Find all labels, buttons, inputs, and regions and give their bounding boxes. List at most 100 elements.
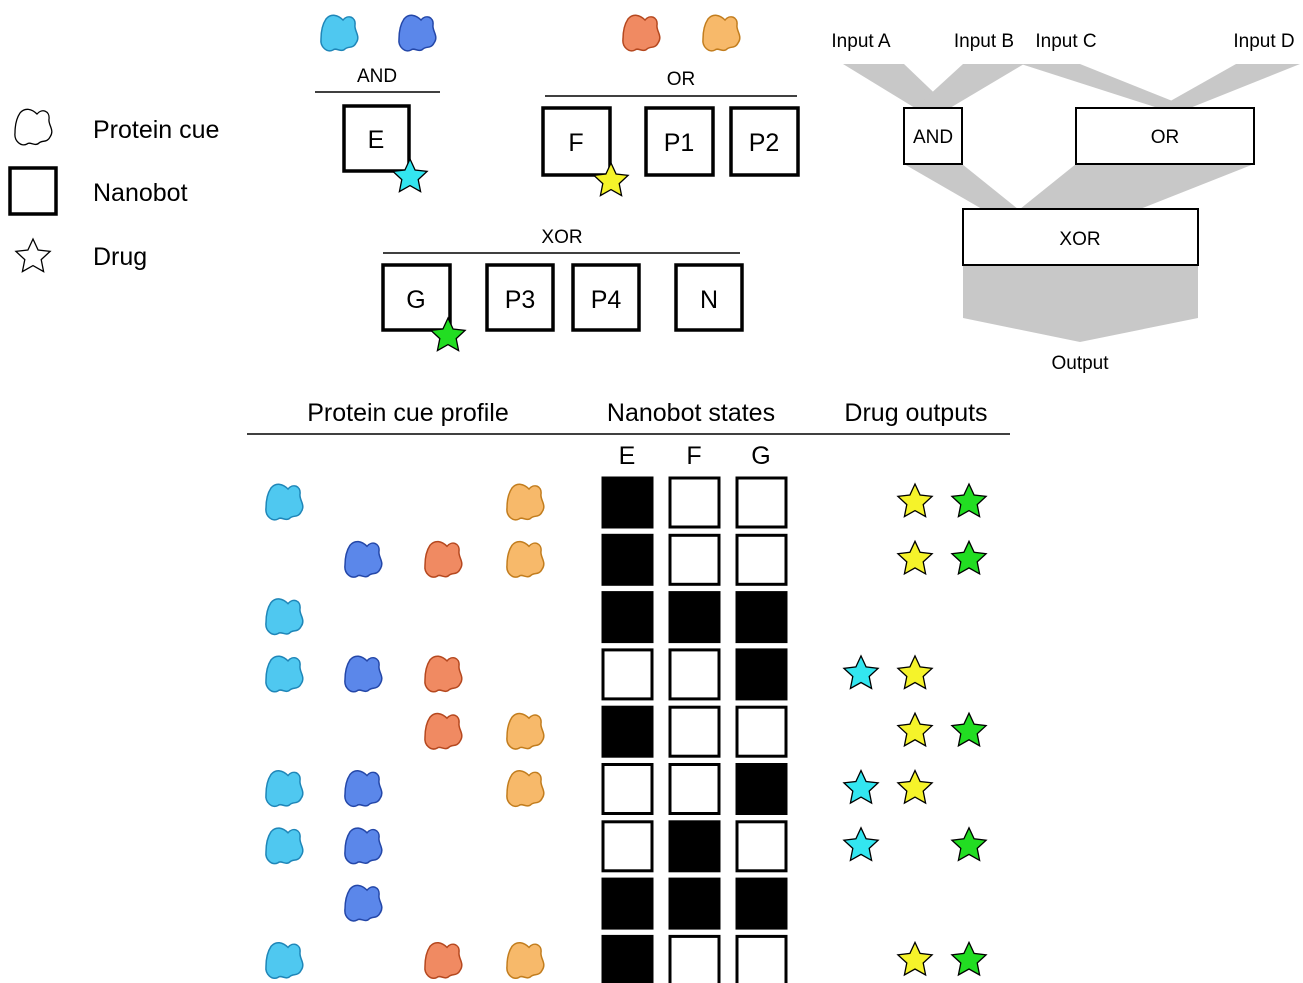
table-row — [265, 648, 933, 701]
nanobot-g-label: G — [406, 286, 425, 314]
drug-cyan-star — [843, 769, 879, 804]
cue-d-icon — [506, 712, 545, 750]
table-row — [424, 705, 987, 758]
drug-green-star — [951, 827, 987, 862]
cue-c-icon — [424, 941, 463, 979]
nanobot-p2-label: P2 — [749, 129, 780, 157]
table-row — [265, 934, 987, 983]
col-e-label: E — [619, 442, 636, 470]
legend: Protein cue Nanobot Drug — [8, 108, 219, 273]
cue-b-icon — [344, 770, 383, 808]
state-f — [668, 877, 721, 930]
table-row — [265, 763, 933, 815]
protein-cue-icon — [14, 108, 53, 146]
logic-circuit: AND OR XOR Input A Input B Input C Input… — [831, 31, 1300, 374]
cue-d-icon — [506, 540, 545, 578]
input-c-label: Input C — [1035, 31, 1096, 52]
table-row — [344, 877, 788, 930]
cue-a-icon — [265, 770, 304, 808]
cue-a-icon — [265, 655, 304, 693]
nanobot-f-label: F — [568, 129, 583, 157]
state-e — [601, 763, 654, 815]
state-e — [601, 648, 654, 701]
truth-table: Protein cue profile Nanobot states Drug … — [247, 399, 1010, 983]
drug-green-star — [951, 712, 987, 747]
input-d-label: Input D — [1233, 31, 1294, 52]
circuit-xor-label: XOR — [1059, 229, 1100, 250]
output-label: Output — [1051, 353, 1109, 374]
nanobot-icon — [8, 166, 58, 216]
input-b-label: Input B — [954, 31, 1014, 52]
cue-b-icon — [344, 884, 383, 922]
drug-yellow-star — [897, 540, 933, 575]
state-f — [668, 476, 721, 529]
output-channel — [963, 265, 1198, 342]
cue-d-icon — [506, 483, 545, 521]
table-row — [265, 591, 788, 644]
state-g — [735, 934, 788, 983]
state-f — [668, 763, 721, 815]
nanobot-f — [541, 106, 612, 177]
state-e — [601, 934, 654, 983]
input-c-channel — [1021, 64, 1190, 108]
cue-d-icon — [506, 941, 545, 979]
cue-c-icon — [424, 712, 463, 750]
input-a-label: Input A — [831, 31, 890, 52]
xor-gate-label: XOR — [541, 227, 582, 248]
col-f-label: F — [686, 442, 701, 470]
col-g-label: G — [751, 442, 770, 470]
drug-star-icon — [15, 238, 51, 273]
circuit-and-gate — [903, 107, 963, 165]
header-protein-cue-profile: Protein cue profile — [307, 399, 509, 427]
state-e — [601, 705, 654, 758]
cue-a-icon — [265, 827, 304, 865]
drug-green-star — [951, 483, 987, 518]
drug-yellow-star — [897, 483, 933, 518]
nanobot-p3 — [485, 263, 555, 332]
and-gate-label: AND — [357, 66, 397, 87]
drug-yellow-star — [897, 655, 933, 690]
cue-d-icon — [702, 14, 741, 52]
drug-green-star — [951, 540, 987, 575]
cue-a-icon — [265, 598, 304, 636]
input-a-channel — [843, 64, 950, 108]
nanobot-p2 — [729, 106, 800, 177]
cue-c-icon — [622, 14, 661, 52]
cue-a-icon — [265, 483, 304, 521]
and-output-channel — [904, 164, 1018, 209]
state-g — [735, 705, 788, 758]
input-d-channel — [1158, 64, 1300, 108]
cue-d-icon — [506, 770, 545, 808]
nanobot-p3-label: P3 — [505, 286, 536, 314]
drug-cyan-star — [843, 827, 879, 862]
or-gate-label: OR — [667, 69, 696, 90]
state-f — [668, 591, 721, 644]
nanobot-p1 — [644, 106, 715, 177]
state-g — [735, 591, 788, 644]
state-e — [601, 591, 654, 644]
cue-a-icon — [320, 14, 359, 52]
nanobot-p4 — [571, 263, 641, 332]
cue-b-icon — [344, 540, 383, 578]
cue-c-icon — [424, 540, 463, 578]
state-e — [601, 820, 654, 873]
state-f — [668, 934, 721, 983]
state-g — [735, 820, 788, 873]
nanobot-n-label: N — [700, 286, 718, 314]
state-g — [735, 476, 788, 529]
circuit-or-label: OR — [1151, 127, 1180, 148]
drug-yellow-star — [897, 712, 933, 747]
nanobot-p4-label: P4 — [591, 286, 622, 314]
table-rows — [265, 476, 987, 983]
drug-green-star — [951, 941, 987, 976]
or-gate-group: OR F P1 P2 — [541, 14, 800, 197]
header-drug-outputs: Drug outputs — [844, 399, 987, 427]
nanobot-n — [674, 263, 744, 332]
circuit-xor-gate — [962, 208, 1199, 266]
cue-b-icon — [398, 14, 437, 52]
state-f — [668, 820, 721, 873]
input-b-channel — [915, 64, 1024, 108]
nanobot-e-label: E — [368, 126, 385, 154]
legend-protein-cue-label: Protein cue — [93, 116, 219, 144]
xor-gate-group: XOR G P3 P4 N — [381, 227, 744, 352]
